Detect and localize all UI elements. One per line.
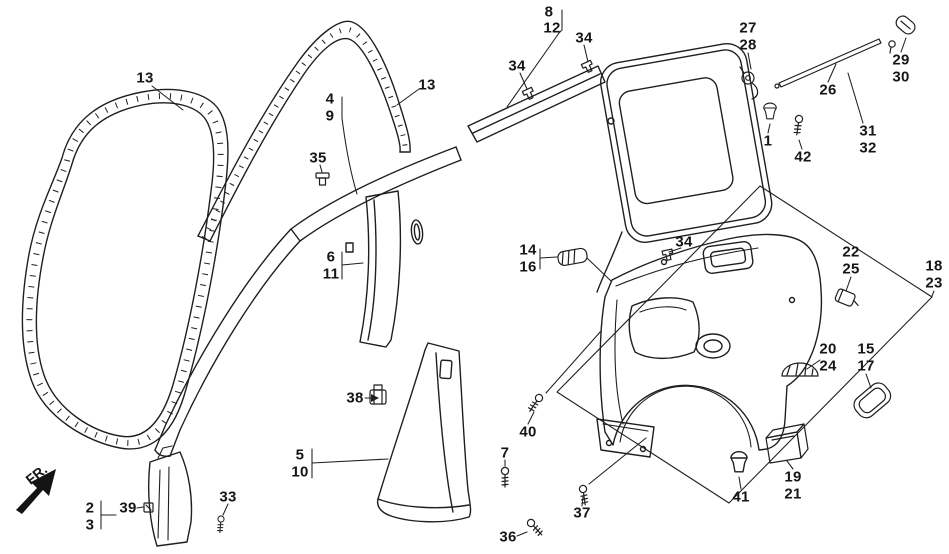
part-number-label: 20 <box>819 340 837 358</box>
part-number-label: 22 <box>842 243 860 261</box>
part-number-label: 14 <box>519 241 537 259</box>
assembly-boundary-box <box>556 185 933 504</box>
part-number-label: 15 <box>857 340 875 358</box>
pocket-19-21 <box>765 423 809 464</box>
part-number-label: 41 <box>732 488 750 506</box>
clip-41-icon <box>730 450 748 473</box>
part-number-label: 23 <box>925 274 943 292</box>
part-number-label: 21 <box>784 485 802 503</box>
b-pillar-upper-garnish <box>345 190 424 348</box>
bracket-27-28 <box>739 66 759 100</box>
screw-37-icon <box>578 484 590 506</box>
part-number-label: 1 <box>763 132 773 150</box>
part-number-label: 4 <box>325 90 335 108</box>
part-number-label: 7 <box>500 444 510 462</box>
leader-lines <box>100 9 935 537</box>
part-number-label: 33 <box>219 488 237 506</box>
quarter-window-garnish <box>467 42 773 293</box>
part-number-label: 39 <box>119 499 137 517</box>
clip-35 <box>315 172 330 186</box>
part-number-label: 17 <box>857 357 875 375</box>
part-number-label: 13 <box>136 69 154 87</box>
part-number-label: 10 <box>291 463 309 481</box>
screw-7-icon <box>500 466 510 488</box>
part-number-label: 28 <box>739 36 757 54</box>
part-number-label: 19 <box>784 468 802 486</box>
part-number-label: 24 <box>819 357 837 375</box>
fr-direction-indicator: FR. <box>16 461 56 514</box>
arrowhead-38 <box>371 394 379 402</box>
screw-33-icon <box>216 515 225 534</box>
part-number-label: 12 <box>543 19 561 37</box>
hardware-parts <box>143 15 916 538</box>
part-number-label: 5 <box>295 446 305 464</box>
part-number-label: 38 <box>346 389 364 407</box>
a-pillar-garnish <box>154 146 462 457</box>
part-number-label: 3 <box>85 516 95 534</box>
part-number-label: 34 <box>575 29 593 47</box>
part-number-label: 40 <box>519 423 537 441</box>
part-number-label: 11 <box>322 265 340 283</box>
part-number-label: 31 <box>859 122 877 140</box>
part-number-label: 18 <box>925 257 943 275</box>
part-number-label: 27 <box>739 19 757 37</box>
part-number-label: 8 <box>544 3 554 21</box>
door-opening-seal <box>21 88 229 450</box>
plug-14-16 <box>557 247 588 266</box>
fr-arrow-icon <box>16 469 56 514</box>
part-number-label: 9 <box>325 107 335 125</box>
part-number-label: 25 <box>842 260 860 278</box>
cap-20-24 <box>781 362 819 377</box>
part-number-label: 35 <box>309 149 327 167</box>
part-number-label: 6 <box>326 248 336 266</box>
part-number-label: 29 <box>892 51 910 69</box>
bracket-22-25 <box>834 288 859 307</box>
b-pillar-lower-garnish <box>376 342 472 523</box>
rod-26 <box>774 38 882 89</box>
door-run-channel-seal <box>197 20 411 242</box>
part-number-label: 2 <box>85 499 95 517</box>
part-number-label: 34 <box>508 57 526 75</box>
clip-39 <box>143 502 154 513</box>
screw-36-icon <box>525 517 545 538</box>
clip-34-b <box>521 86 537 102</box>
part-number-label: 37 <box>573 504 591 522</box>
part-number-label: 32 <box>859 139 877 157</box>
part-number-label: 13 <box>418 76 436 94</box>
part-number-label: 16 <box>519 258 537 276</box>
part-number-label: 30 <box>892 68 910 86</box>
part-number-label: 42 <box>794 148 812 166</box>
clip-1-icon <box>763 102 777 120</box>
lid-15-17 <box>853 382 892 419</box>
screw-40-icon <box>526 392 545 414</box>
part-number-label: 26 <box>819 81 837 99</box>
screw-42-icon <box>792 114 804 136</box>
part-number-label: 36 <box>499 528 517 546</box>
kick-panel-garnish <box>147 445 193 547</box>
knob-29-30 <box>888 15 916 54</box>
grommet-38 <box>369 384 387 405</box>
part-number-label: 34 <box>675 233 693 251</box>
quarter-trim-panel <box>596 233 823 458</box>
